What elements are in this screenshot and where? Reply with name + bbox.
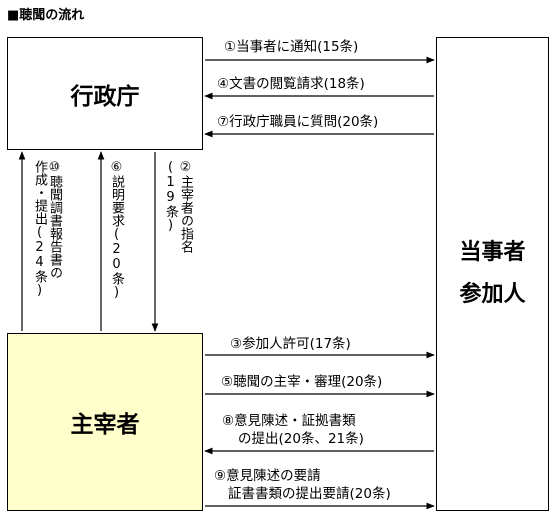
label-arrow-9-line2: 証書書類の提出要請(20条) [228,486,391,502]
label-arrow-8-line1: ⑧意見陳述・証拠書類 [222,413,356,429]
label-arrow-10-col2: 作成・提出(24条) [32,160,47,298]
label-arrow-10-col1: ⑩聴聞調書報告書の [47,160,62,279]
label-arrow-8-line2: の提出(20条、21条) [238,431,364,447]
label-arrow-3: ③参加人許可(17条) [230,336,351,352]
shusai-label: 主宰者 [70,412,140,438]
tojisha-sankanin-box: 当事者 参加人 [436,37,549,511]
sankanin-label: 参加人 [459,282,526,307]
tojisha-label: 当事者 [459,240,526,265]
label-arrow-5: ⑤聴聞の主宰・審理(20条) [221,374,383,390]
label-arrow-10: ⑩聴聞調書報告書の 作成・提出(24条) [32,160,62,298]
shusai-box: 主宰者 [7,333,203,511]
label-arrow-4: ④文書の閲覧請求(18条) [217,76,365,92]
diagram-title: ■聴聞の流れ [7,8,85,23]
gyosei-label: 行政庁 [70,83,140,110]
label-arrow-7: ⑦行政庁職員に質問(20条) [217,114,379,130]
label-arrow-2-col2: (19条) [163,160,178,233]
gyosei-box: 行政庁 [7,37,203,150]
label-arrow-2-col1: ②主宰者の指名 [178,160,193,253]
label-arrow-9-line1: ⑨意見陳述の要請 [214,468,321,484]
label-arrow-1: ①当事者に通知(15条) [224,39,359,55]
label-arrow-6: ⑥説明要求(20条) [109,160,124,300]
label-arrow-2: ②主宰者の指名 (19条) [163,160,193,253]
label-arrow-6-col1: ⑥説明要求(20条) [109,160,124,300]
